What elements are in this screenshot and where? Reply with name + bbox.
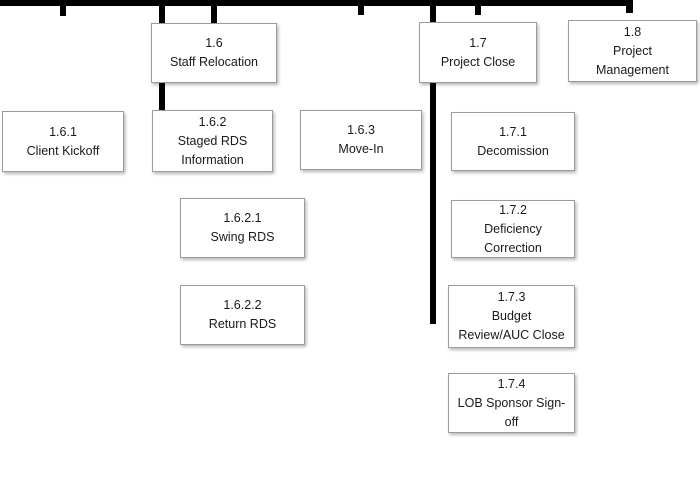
node-label: Staged RDS Information [177, 133, 248, 167]
node-code: 1.8 [623, 24, 642, 39]
node-label: Client Kickoff [26, 143, 100, 158]
node-code: 1.7.4 [497, 376, 526, 391]
node-code: 1.6.3 [347, 123, 375, 137]
node-code: 1.6.2.2 [223, 298, 262, 312]
wbs-node-1-8: 1.8 Project Management [568, 20, 697, 82]
wbs-node-1-7-4: 1.7.4 LOB Sponsor Sign- off [448, 373, 575, 433]
node-label: Swing RDS [210, 230, 275, 244]
node-code: 1.7 [469, 35, 487, 50]
connector-drop-to-1-6-1 [60, 0, 66, 16]
connector-stem-1-6-children [211, 0, 217, 27]
node-code: 1.6.2 [198, 114, 227, 129]
node-label: Decomission [477, 143, 549, 158]
wbs-node-1-6-2-1: 1.6.2.1 Swing RDS [180, 198, 305, 258]
connector-spine-1-7-children [430, 0, 436, 324]
connector-stub-to-1-6-2-2 [159, 0, 180, 6]
wbs-node-1-7-1: 1.7.1 Decomission [451, 112, 575, 171]
node-code: 1.6.2.1 [223, 211, 262, 225]
connector-stub-to-1-7-4 [430, 0, 448, 6]
node-label: Staff Relocation [169, 55, 259, 69]
node-label: Return RDS [208, 317, 277, 331]
connector-drop-to-1-6-3 [358, 0, 364, 15]
connector-drop-to-1-7 [475, 0, 481, 15]
node-label: Project Close [440, 54, 516, 69]
node-code: 1.6 [205, 36, 223, 50]
wbs-node-1-6-2-2: 1.6.2.2 Return RDS [180, 285, 305, 345]
connector-drop-to-1-8 [626, 0, 633, 13]
wbs-node-1-6: 1.6 Staff Relocation [151, 23, 277, 83]
node-label: Deficiency Correction [484, 221, 542, 255]
node-code: 1.7.3 [497, 290, 526, 304]
wbs-node-1-7-2: 1.7.2 Deficiency Correction [451, 200, 575, 258]
node-label: Budget Review/AUC Close [458, 309, 565, 342]
node-label: Move-In [338, 142, 384, 156]
node-label: Project Management [596, 43, 669, 77]
node-label: LOB Sponsor Sign- off [457, 395, 566, 429]
connector-bar-1-6-children [60, 0, 364, 6]
node-code: 1.7.1 [499, 124, 527, 139]
wbs-node-1-6-2: 1.6.2 Staged RDS Information [152, 110, 273, 172]
node-code: 1.7.2 [499, 202, 527, 217]
wbs-node-1-6-3: 1.6.3 Move-In [300, 110, 422, 170]
node-code: 1.6.1 [49, 124, 77, 139]
wbs-node-1-7-3: 1.7.3 Budget Review/AUC Close [448, 285, 575, 348]
wbs-node-1-7: 1.7 Project Close [419, 22, 537, 83]
wbs-node-1-6-1: 1.6.1 Client Kickoff [2, 111, 124, 172]
